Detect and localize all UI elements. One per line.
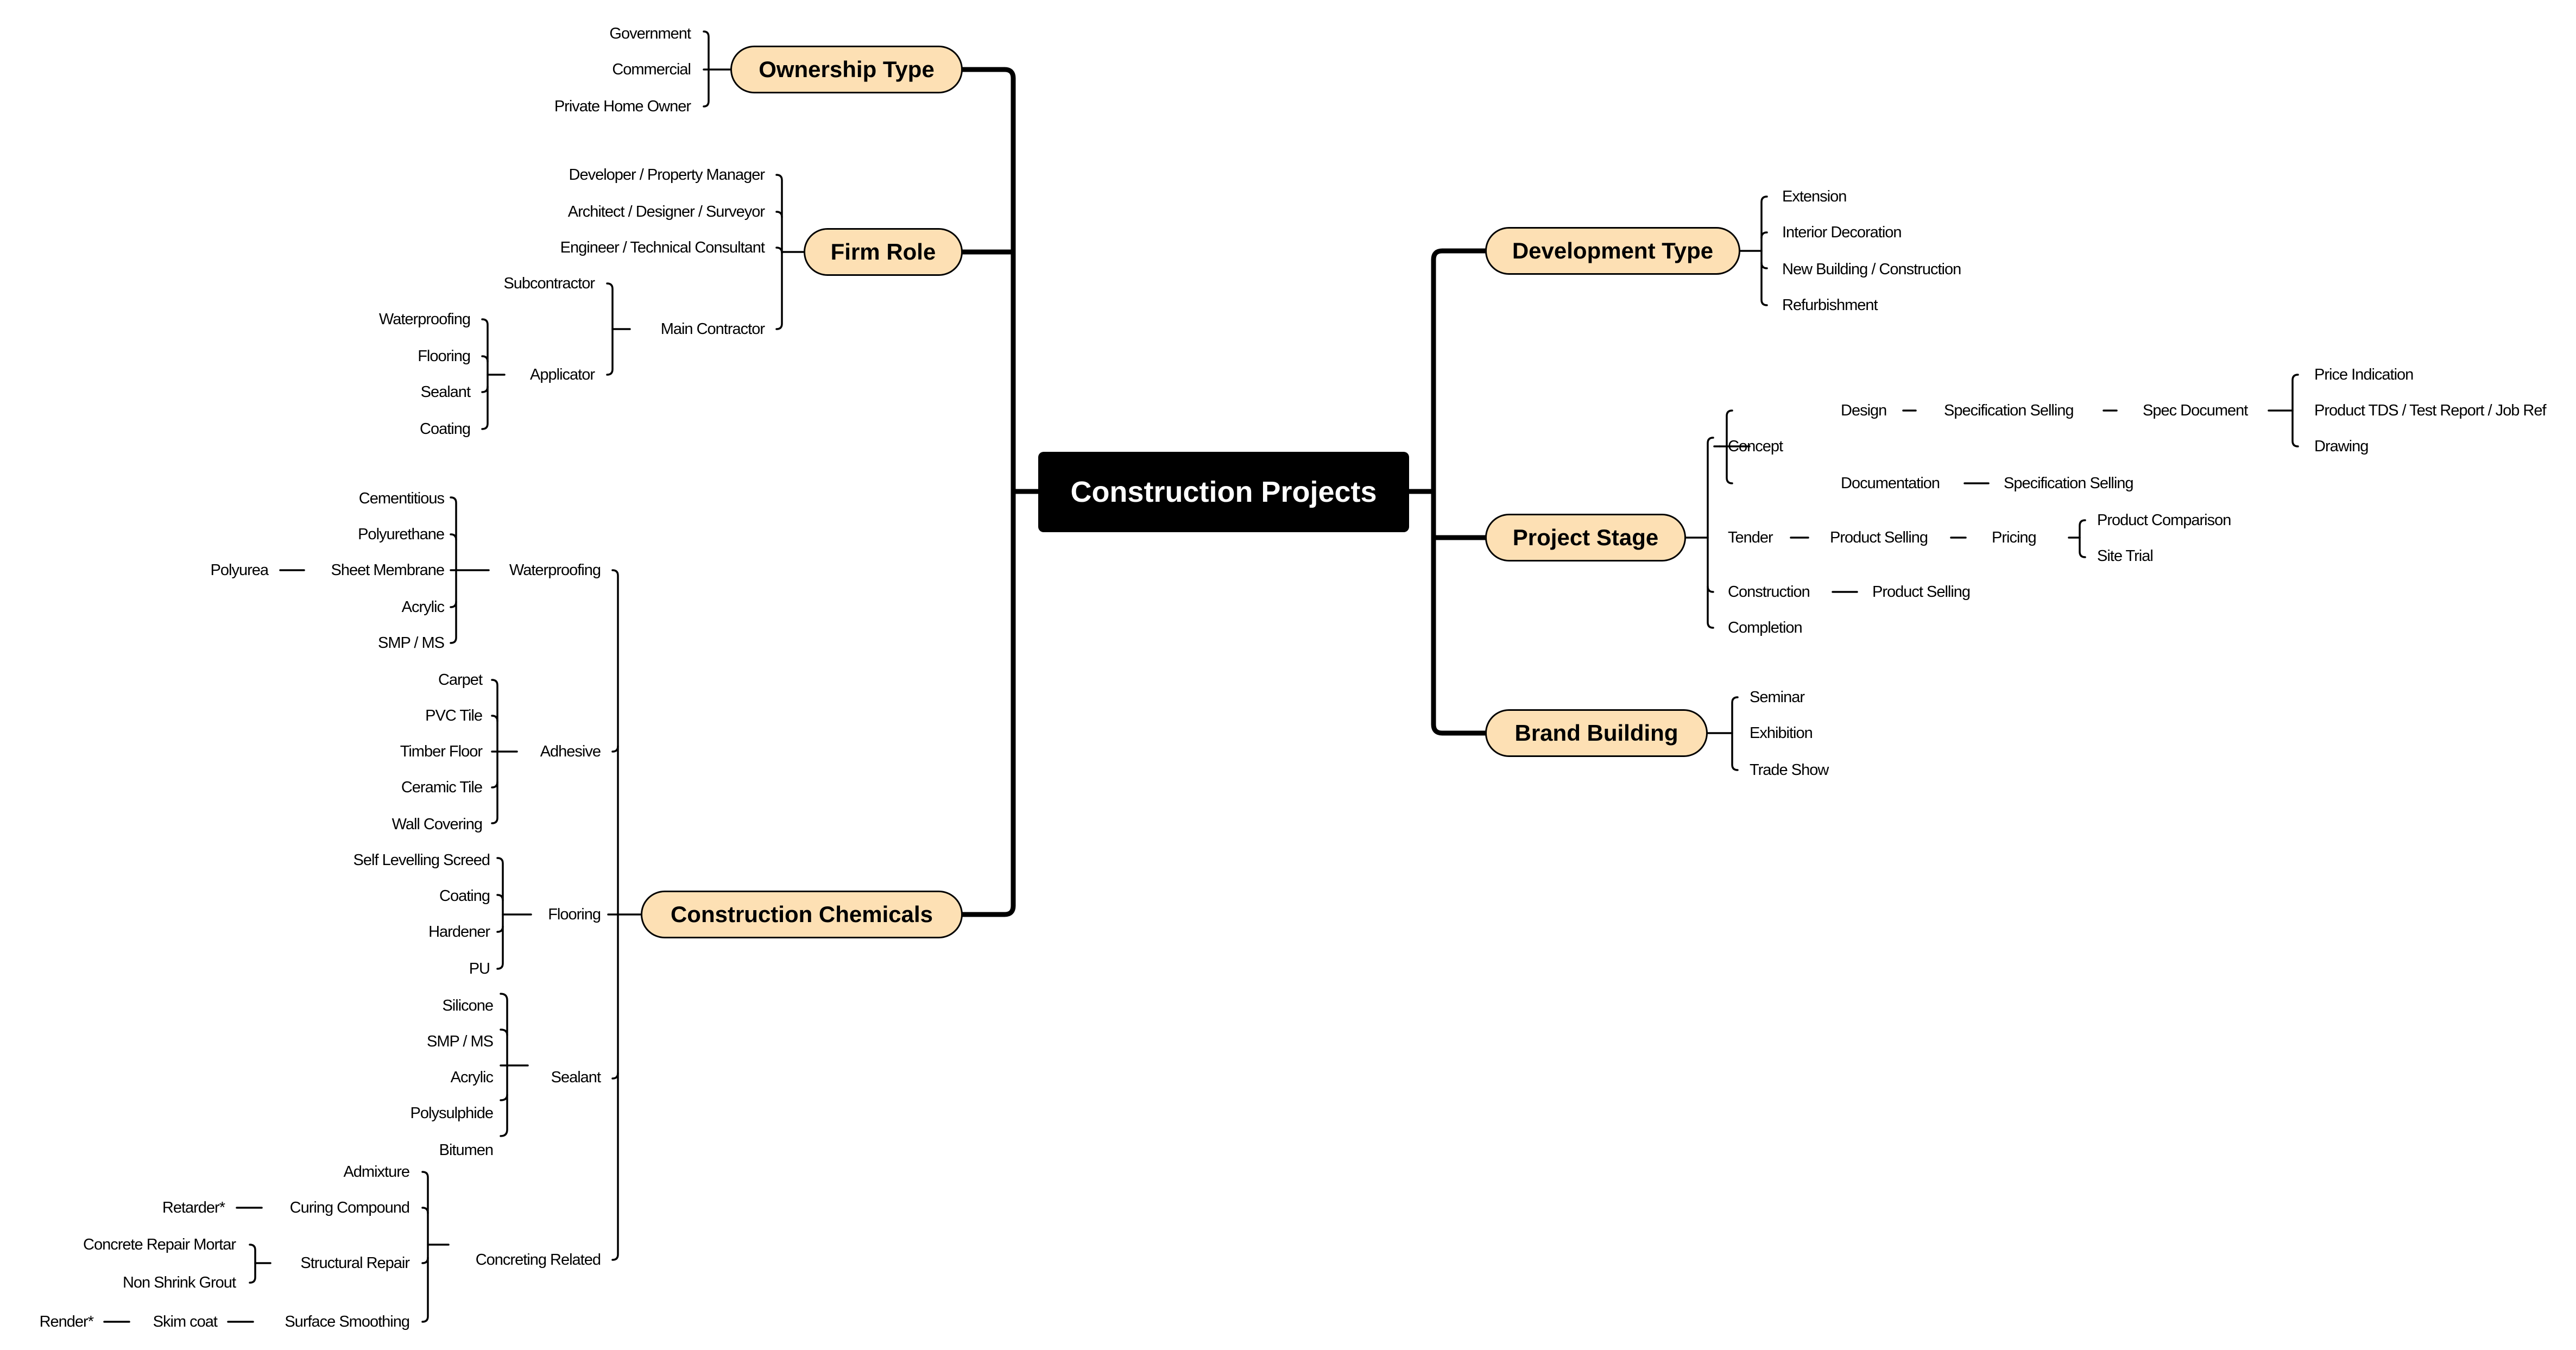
node-pricing[interactable]: Pricing bbox=[1992, 529, 2037, 546]
node-cr-admixture[interactable]: Admixture bbox=[343, 1163, 410, 1181]
branch-ownership-type[interactable]: Ownership Type bbox=[730, 46, 963, 93]
node-fl-self-levelling-screed[interactable]: Self Levelling Screed bbox=[353, 851, 490, 869]
main-trunk-left bbox=[960, 67, 1041, 917]
node-applicator-coating[interactable]: Coating bbox=[420, 420, 471, 438]
node-design[interactable]: Design bbox=[1841, 402, 1887, 419]
node-cr-render[interactable]: Render* bbox=[39, 1313, 94, 1330]
node-applicator-waterproofing[interactable]: Waterproofing bbox=[378, 311, 471, 328]
node-documentation[interactable]: Documentation bbox=[1841, 475, 1940, 492]
branch-brand-building[interactable]: Brand Building bbox=[1485, 709, 1708, 757]
node-ad-carpet[interactable]: Carpet bbox=[438, 671, 483, 689]
node-spec-document[interactable]: Spec Document bbox=[2143, 402, 2248, 419]
node-ad-timber-floor[interactable]: Timber Floor bbox=[400, 743, 483, 760]
node-fl-coating[interactable]: Coating bbox=[439, 887, 490, 905]
node-site-trial[interactable]: Site Trial bbox=[2097, 547, 2154, 565]
node-private-home-owner[interactable]: Private Home Owner bbox=[554, 98, 691, 115]
node-cr-structural-repair[interactable]: Structural Repair bbox=[300, 1254, 410, 1272]
node-cr-concrete-repair-mortar[interactable]: Concrete Repair Mortar bbox=[83, 1236, 236, 1253]
node-cr-skim-coat[interactable]: Skim coat bbox=[153, 1313, 218, 1330]
node-interior-decoration[interactable]: Interior Decoration bbox=[1782, 224, 1902, 241]
node-commercial[interactable]: Commercial bbox=[612, 61, 691, 78]
node-fl-hardener[interactable]: Hardener bbox=[428, 923, 490, 941]
node-se-polysulphide[interactable]: Polysulphide bbox=[410, 1105, 494, 1122]
node-cr-retarder[interactable]: Retarder* bbox=[162, 1199, 225, 1216]
node-tender-product-selling[interactable]: Product Selling bbox=[1830, 529, 1928, 546]
node-wp-smp-ms[interactable]: SMP / MS bbox=[378, 634, 445, 652]
node-wp-sheet-membrane[interactable]: Sheet Membrane bbox=[331, 562, 445, 579]
node-design-spec-selling[interactable]: Specification Selling bbox=[1944, 402, 2074, 419]
main-trunk-right bbox=[1406, 248, 1488, 736]
node-wp-polyurea[interactable]: Polyurea bbox=[210, 562, 269, 579]
node-chem-waterproofing[interactable]: Waterproofing bbox=[509, 562, 601, 579]
node-ad-wall-covering[interactable]: Wall Covering bbox=[392, 816, 483, 833]
node-refurbishment[interactable]: Refurbishment bbox=[1782, 297, 1878, 314]
node-government[interactable]: Government bbox=[609, 25, 691, 42]
node-engineer[interactable]: Engineer / Technical Consultant bbox=[560, 239, 765, 256]
node-applicator-sealant[interactable]: Sealant bbox=[420, 383, 471, 401]
node-chem-sealant[interactable]: Sealant bbox=[551, 1069, 601, 1086]
node-completion[interactable]: Completion bbox=[1728, 619, 1803, 636]
node-product-tds[interactable]: Product TDS / Test Report / Job Ref bbox=[2314, 402, 2547, 419]
node-cr-non-shrink-grout[interactable]: Non Shrink Grout bbox=[122, 1274, 236, 1291]
branch-construction-chemicals[interactable]: Construction Chemicals bbox=[641, 891, 963, 938]
branch-project-stage[interactable]: Project Stage bbox=[1485, 514, 1686, 562]
branch-firm-role[interactable]: Firm Role bbox=[804, 228, 963, 276]
node-se-bitumen[interactable]: Bitumen bbox=[439, 1141, 494, 1159]
node-applicator[interactable]: Applicator bbox=[530, 366, 595, 383]
node-concept[interactable]: Concept bbox=[1728, 438, 1783, 455]
node-cr-surface-smoothing[interactable]: Surface Smoothing bbox=[285, 1313, 410, 1330]
node-drawing[interactable]: Drawing bbox=[2314, 438, 2369, 455]
node-wp-cementitious[interactable]: Cementitious bbox=[358, 490, 445, 507]
root-node[interactable]: Construction Projects bbox=[1038, 452, 1409, 532]
node-wp-acrylic[interactable]: Acrylic bbox=[401, 598, 445, 616]
node-applicator-flooring[interactable]: Flooring bbox=[418, 348, 471, 365]
node-se-smp-ms[interactable]: SMP / MS bbox=[427, 1033, 494, 1050]
node-wp-polyurethane[interactable]: Polyurethane bbox=[358, 526, 445, 543]
node-chem-flooring[interactable]: Flooring bbox=[548, 906, 601, 923]
node-subcontractor[interactable]: Subcontractor bbox=[503, 275, 595, 292]
node-chem-concreting-related[interactable]: Concreting Related bbox=[475, 1251, 601, 1269]
node-chem-adhesive[interactable]: Adhesive bbox=[540, 743, 601, 760]
node-se-silicone[interactable]: Silicone bbox=[442, 997, 494, 1014]
node-construction-product-selling[interactable]: Product Selling bbox=[1872, 583, 1971, 601]
node-se-acrylic[interactable]: Acrylic bbox=[450, 1069, 494, 1086]
node-seminar[interactable]: Seminar bbox=[1750, 689, 1805, 706]
node-price-indication[interactable]: Price Indication bbox=[2314, 366, 2414, 383]
node-extension[interactable]: Extension bbox=[1782, 188, 1847, 205]
node-construction[interactable]: Construction bbox=[1728, 583, 1810, 601]
node-architect[interactable]: Architect / Designer / Surveyor bbox=[567, 203, 765, 220]
node-ad-ceramic-tile[interactable]: Ceramic Tile bbox=[401, 779, 483, 796]
node-product-comparison[interactable]: Product Comparison bbox=[2097, 512, 2231, 529]
node-exhibition[interactable]: Exhibition bbox=[1750, 724, 1813, 742]
node-fl-pu[interactable]: PU bbox=[469, 960, 490, 977]
node-tender[interactable]: Tender bbox=[1728, 529, 1773, 546]
node-doc-spec-selling[interactable]: Specification Selling bbox=[2004, 475, 2134, 492]
node-trade-show[interactable]: Trade Show bbox=[1750, 761, 1829, 779]
branch-development-type[interactable]: Development Type bbox=[1485, 227, 1740, 275]
node-developer[interactable]: Developer / Property Manager bbox=[569, 166, 765, 184]
node-cr-curing-compound[interactable]: Curing Compound bbox=[289, 1199, 410, 1216]
node-ad-pvc-tile[interactable]: PVC Tile bbox=[425, 707, 483, 724]
node-main-contractor[interactable]: Main Contractor bbox=[660, 320, 765, 338]
node-new-building[interactable]: New Building / Construction bbox=[1782, 261, 1961, 278]
